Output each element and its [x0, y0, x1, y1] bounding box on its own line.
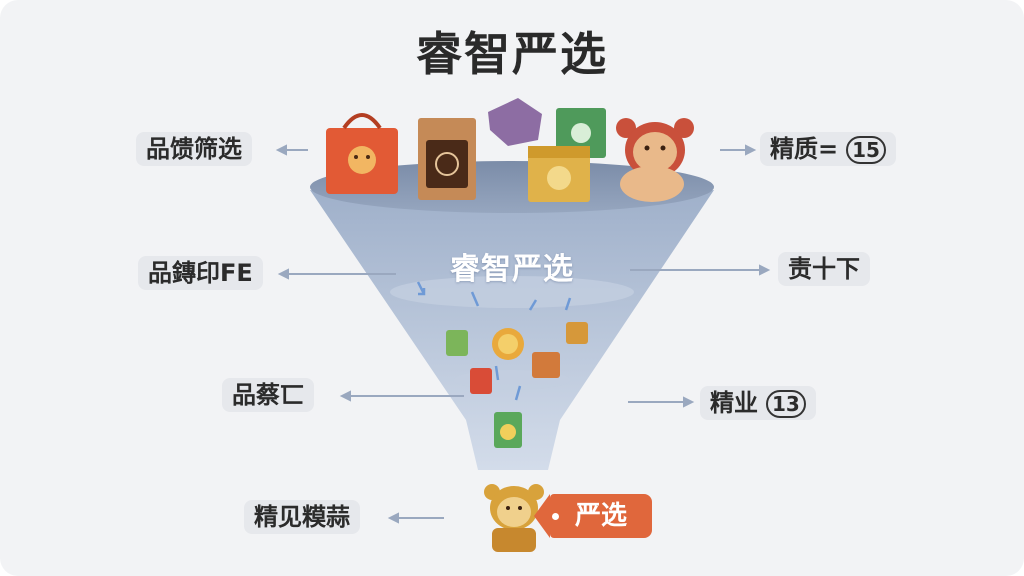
output-tag: 严选: [534, 494, 652, 538]
diagram-title: 睿智严选: [416, 27, 608, 81]
right-label-3: 精业 13: [700, 386, 816, 420]
right-label-text: 精质=: [770, 135, 839, 163]
right-label-1: 精质=15: [760, 132, 896, 166]
left-label-1: 品馈筛选: [136, 132, 252, 166]
count-badge: 15: [846, 136, 886, 164]
gift-box-icon: [528, 146, 590, 202]
purple-box-icon: [488, 98, 542, 146]
mini-items: [446, 322, 588, 448]
count-badge: 13: [766, 390, 806, 418]
output-bear-icon: [484, 484, 544, 552]
funnel-rim: [310, 161, 714, 213]
right-label-2: 责十下: [778, 252, 870, 286]
funnel-label: 睿智严选: [450, 252, 574, 287]
green-box-icon: [556, 108, 606, 158]
plush-bear-icon: [616, 118, 694, 202]
shopping-bag-icon: [326, 113, 398, 194]
flow-arrows: [416, 281, 572, 401]
right-label-text: 责十下: [788, 255, 860, 283]
left-label-4: 精见糢蒜: [244, 500, 360, 534]
left-label-2: 品鏄印FE: [138, 256, 263, 290]
coffee-bag-icon: [418, 118, 476, 200]
funnel-band: [390, 276, 634, 308]
connector-arrows: [275, 144, 771, 524]
right-label-text: 精业: [710, 389, 758, 417]
left-label-3: 品蔡匸: [222, 378, 314, 412]
